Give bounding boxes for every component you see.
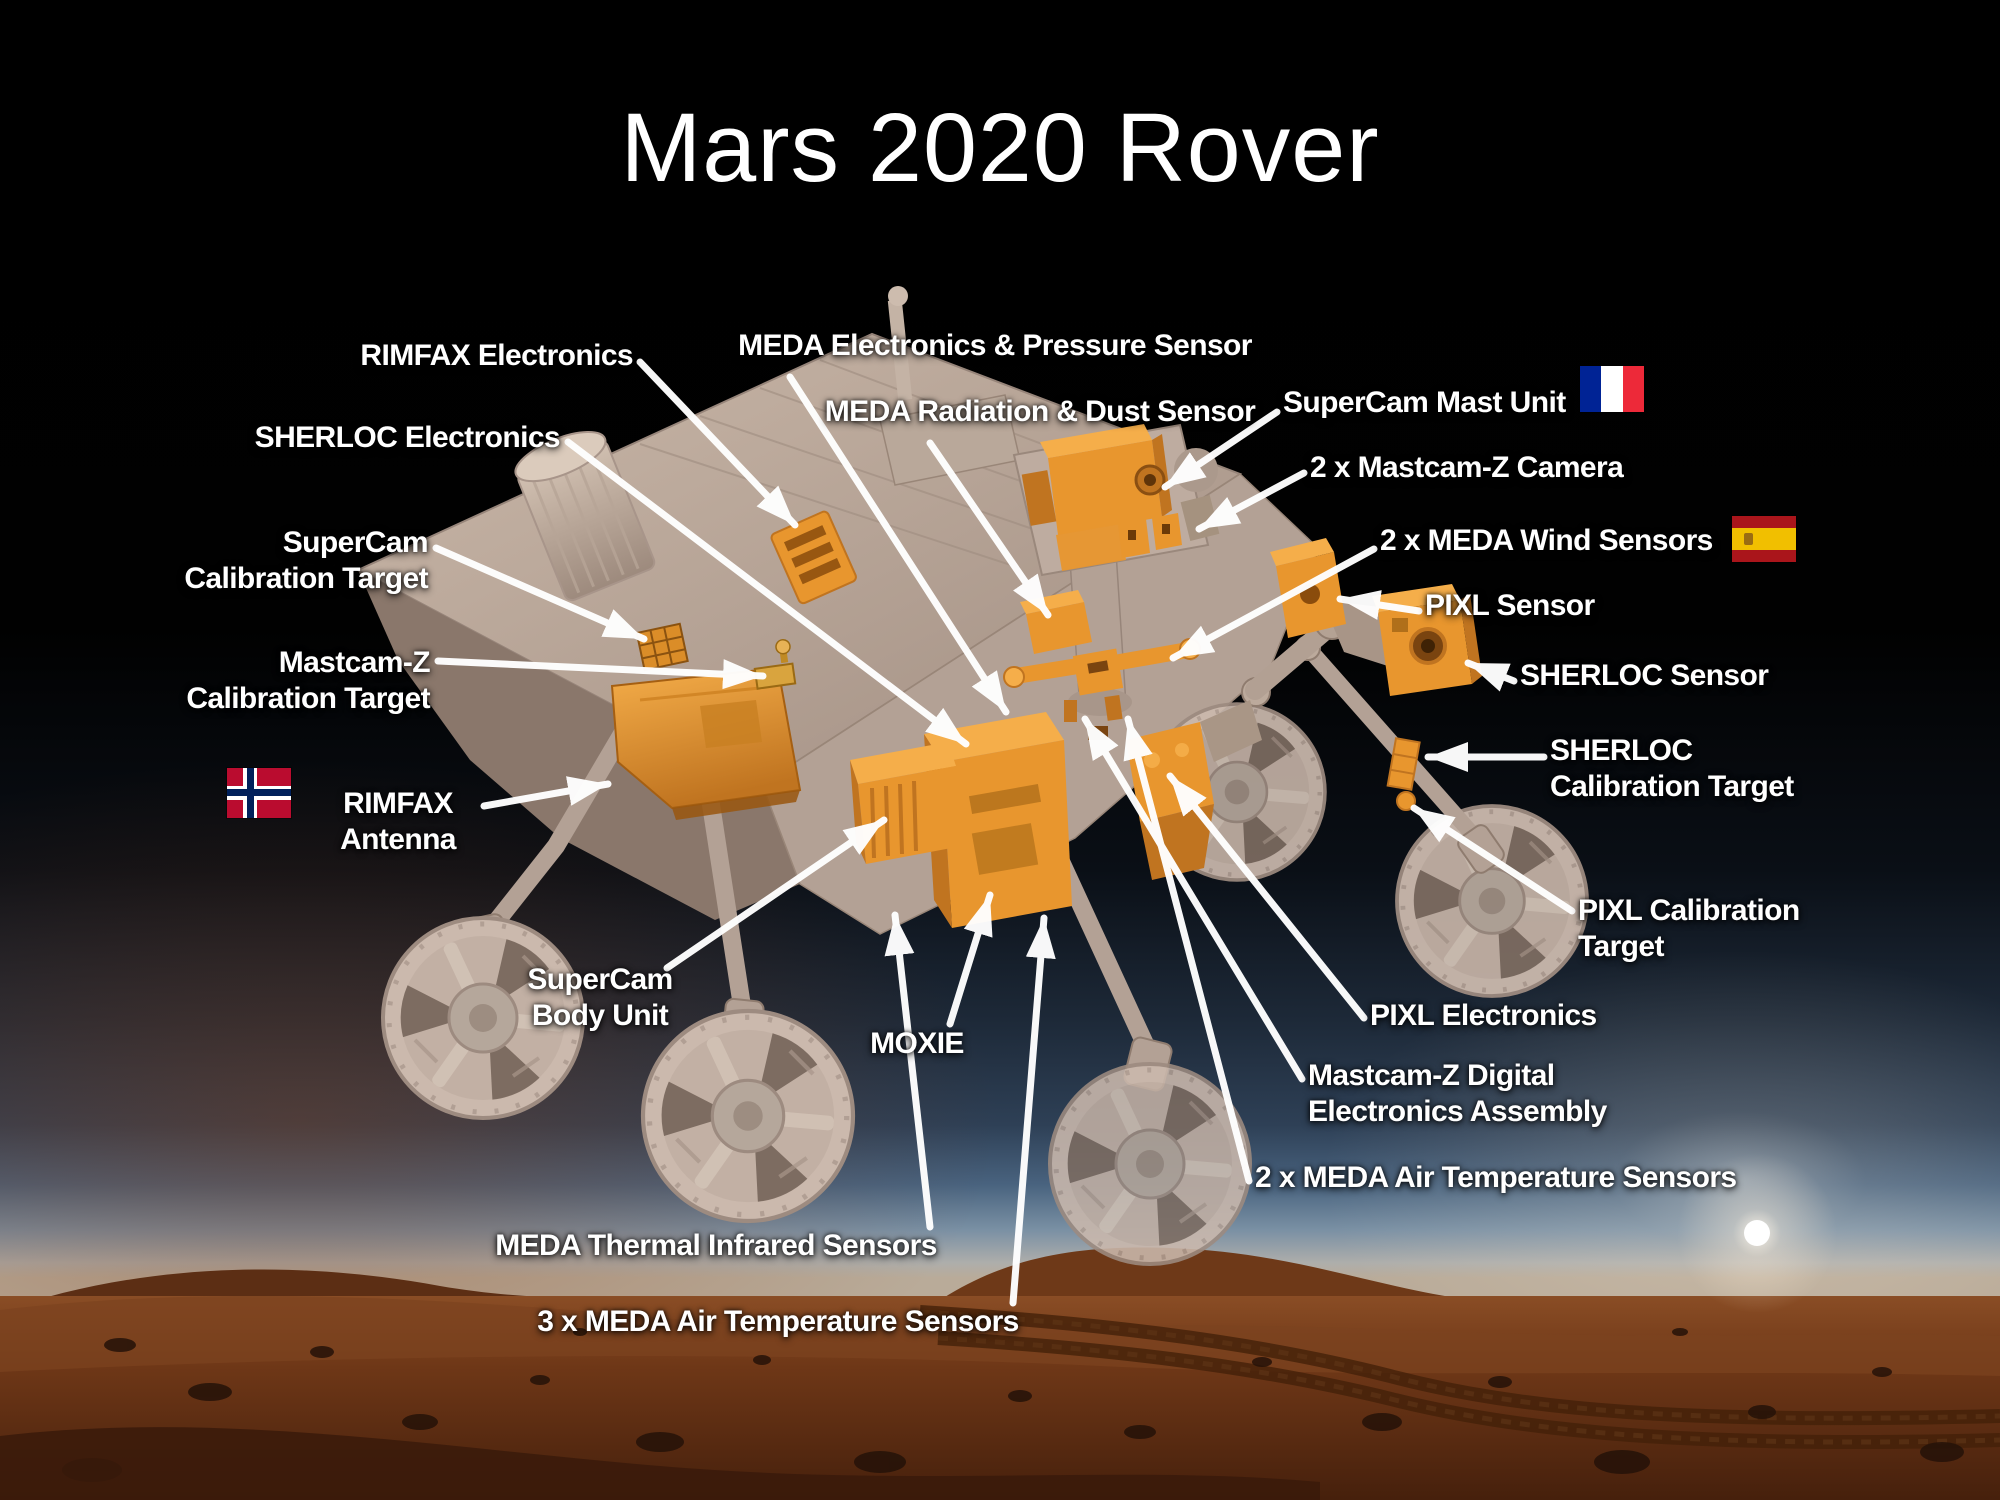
label-arrows: [432, 358, 1576, 1307]
label-sherloc-sensor: SHERLOC Sensor: [1520, 659, 1769, 692]
page-title: Mars 2020 Rover: [620, 93, 1380, 202]
label-supercam-mast-unit: SuperCam Mast Unit: [1283, 386, 1566, 419]
sun-haze: [1320, 950, 2000, 1410]
arrow-mastcam-z-camera-2x: [1195, 469, 1308, 533]
label-mastcam-z-digital-electronics-assembly: Mastcam-Z Digital Electronics Assembly: [1308, 1059, 1607, 1128]
label-moxie: MOXIE: [870, 1027, 964, 1060]
supercam-mast-unit-box: [1021, 424, 1172, 571]
label-rimfax-electronics: RIMFAX Electronics: [360, 339, 633, 372]
arrow-meda-wind-sensors-2x: [1169, 545, 1378, 662]
arrow-meda-air-temperature-sensors-3x: [1009, 914, 1056, 1307]
label-supercam-body-unit: SuperCam Body Unit: [527, 963, 673, 1032]
arrow-rimfax-antenna: [480, 776, 612, 810]
arrow-sherloc-electronics: [564, 438, 970, 748]
label-sherloc-calibration-target: SHERLOC Calibration Target: [1550, 734, 1794, 803]
label-meda-thermal-infrared-sensors: MEDA Thermal Infrared Sensors: [495, 1229, 937, 1262]
arrow-sherloc-sensor: [1464, 659, 1518, 692]
mastcam-z-cal-target-box: [753, 638, 797, 690]
arrow-pixl-electronics: [1166, 772, 1368, 1022]
arrow-meda-thermal-infrared-sensors: [884, 911, 934, 1231]
terrain: [0, 1247, 2000, 1500]
label-mastcam-z-camera-2x: 2 x Mastcam-Z Camera: [1310, 451, 1624, 484]
france-flag-icon: [1580, 366, 1644, 412]
spain-flag-icon: [1732, 516, 1796, 562]
label-meda-air-temperature-sensors-3x: 3 x MEDA Air Temperature Sensors: [537, 1305, 1019, 1338]
arrow-meda-electronics-pressure-sensor: [786, 373, 1010, 716]
rover-body-left: [358, 570, 800, 920]
label-supercam-calibration-target: SuperCam Calibration Target: [184, 526, 428, 595]
supercam-body-unit-box: [850, 742, 962, 864]
label-pixl-sensor: PIXL Sensor: [1425, 589, 1595, 622]
arrow-rimfax-electronics: [636, 358, 799, 529]
arrow-moxie: [946, 891, 994, 1028]
label-meda-air-temperature-sensors-2x: 2 x MEDA Air Temperature Sensors: [1255, 1161, 1737, 1194]
rimfax-antenna-panel: [610, 666, 802, 820]
norway-flag-icon: [227, 768, 291, 818]
wheel-left-rear: [1050, 1064, 1250, 1264]
arrow-pixl-calibration-target: [1410, 804, 1576, 915]
mastcam-z-cameras: [1118, 513, 1182, 558]
wheel-left-mid: [643, 1011, 853, 1221]
label-sherloc-electronics: SHERLOC Electronics: [254, 421, 561, 454]
uhf-antenna: [887, 286, 913, 401]
arrow-supercam-body-unit: [663, 816, 888, 972]
label-meda-radiation-dust-sensor: MEDA Radiation & Dust Sensor: [824, 395, 1256, 428]
label-meda-electronics-pressure-sensor: MEDA Electronics & Pressure Sensor: [738, 329, 1252, 362]
sun: [1677, 1153, 1837, 1313]
label-meda-wind-sensors-2x: 2 x MEDA Wind Sensors: [1380, 524, 1713, 557]
label-pixl-electronics: PIXL Electronics: [1370, 999, 1597, 1032]
label-pixl-calibration-target: PIXL Calibration Target: [1578, 894, 1800, 963]
label-rimfax-antenna: RIMFAX Antenna: [340, 787, 456, 856]
arrow-supercam-mast-unit: [1161, 408, 1281, 491]
arrow-supercam-calibration-target: [432, 544, 648, 643]
rimfax-electronics-box: [770, 510, 857, 605]
supercam-cal-target-box: [635, 622, 689, 672]
arrow-meda-radiation-dust-sensor: [926, 439, 1052, 619]
sherloc-cal-target-tab: [1386, 737, 1421, 791]
pixl-cal-target-dot: [1396, 791, 1416, 811]
arrow-mastcam-z-calibration-target: [434, 657, 767, 690]
arrow-mastcam-z-digital-electronics-assembly: [1081, 715, 1306, 1083]
label-mastcam-z-calibration-target: Mastcam-Z Calibration Target: [186, 646, 430, 715]
arrow-pixl-sensor: [1336, 590, 1423, 620]
sherloc-sensor-box: [1372, 584, 1482, 696]
arrow-meda-air-temperature-sensors-2x: [1123, 715, 1253, 1185]
